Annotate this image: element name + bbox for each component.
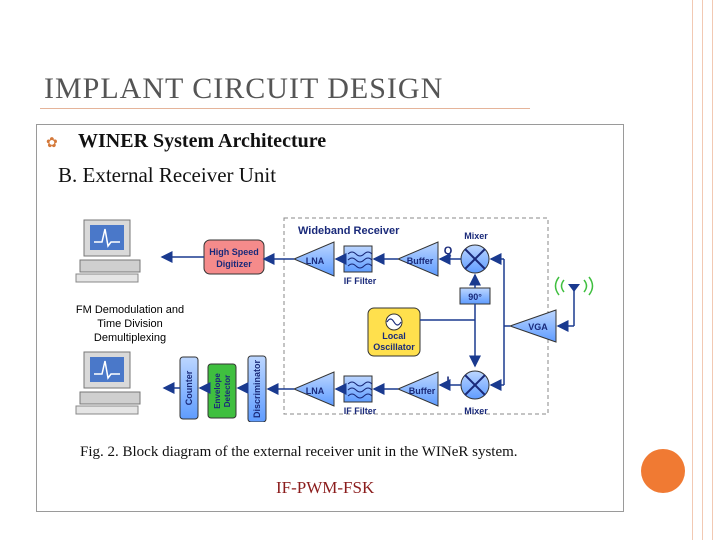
slide-border-line — [712, 0, 713, 540]
lna-upper — [292, 241, 335, 277]
figure-panel — [36, 124, 624, 512]
subheading: B. External Receiver Unit — [58, 163, 277, 187]
oscillator-label-line: Local — [382, 331, 406, 341]
wideband-receiver-box — [283, 217, 549, 415]
slide-title: IMPLANT CIRCUIT DESIGN — [44, 72, 444, 105]
discriminator-label: Discriminator — [252, 360, 262, 419]
if-filter-label: IF Filter — [344, 276, 377, 286]
antenna-icon — [554, 276, 594, 332]
demod-label-line: FM Demodulation and — [76, 304, 184, 316]
lna-lower — [292, 371, 335, 407]
bullet-text: WINER System Architecture — [78, 130, 327, 152]
mixer-icon — [464, 248, 486, 270]
slide-border-line — [702, 0, 703, 540]
digitizer-label-line: High Speed — [209, 247, 259, 257]
mixer-icon — [464, 374, 486, 396]
wideband-receiver-title: Wideband Receiver — [298, 225, 400, 237]
local-oscillator-block — [367, 307, 421, 357]
vga-block — [508, 309, 557, 343]
sine-wave-icon — [386, 318, 402, 326]
envelope-label-line: Envelope — [213, 373, 222, 409]
digitizer-label-line: Digitizer — [216, 259, 252, 269]
computer-icon — [75, 219, 141, 283]
buffer-label: Buffer — [409, 386, 436, 396]
figure-caption: Fig. 2. Block diagram of the external re… — [80, 444, 518, 460]
if-filter-label: IF Filter — [344, 406, 377, 416]
if-filter-lower — [343, 375, 373, 403]
title-underline — [40, 108, 530, 109]
buffer-lower — [396, 371, 439, 407]
demod-label-line: Time Division — [97, 318, 163, 330]
buffer-upper — [396, 241, 439, 277]
receiver-block-diagram: FM Demodulation and Time Division Demult… — [75, 217, 594, 422]
demod-label-line: Demultiplexing — [94, 332, 166, 344]
bullet-icon: ✿ — [46, 135, 58, 151]
oscillator-label-line: Oscillator — [373, 342, 415, 352]
vga-label: VGA — [528, 322, 548, 332]
envelope-label-line: Detector — [223, 375, 232, 407]
mixer-label: Mixer — [464, 231, 488, 241]
computer-icon — [75, 351, 141, 415]
modulation-note: IF-PWM-FSK — [276, 478, 375, 497]
slide-border-line — [692, 0, 693, 540]
lna-label: LNA — [306, 386, 325, 396]
mixer-label: Mixer — [464, 406, 488, 416]
q-label: Q — [444, 245, 453, 257]
if-filter-upper — [343, 245, 373, 273]
lna-label: LNA — [306, 256, 325, 266]
filter-icon — [347, 381, 373, 399]
decorative-circle — [641, 449, 685, 493]
buffer-label: Buffer — [407, 256, 434, 266]
filter-icon — [347, 251, 373, 269]
phase-label: 90° — [468, 292, 482, 302]
counter-label: Counter — [184, 370, 194, 405]
